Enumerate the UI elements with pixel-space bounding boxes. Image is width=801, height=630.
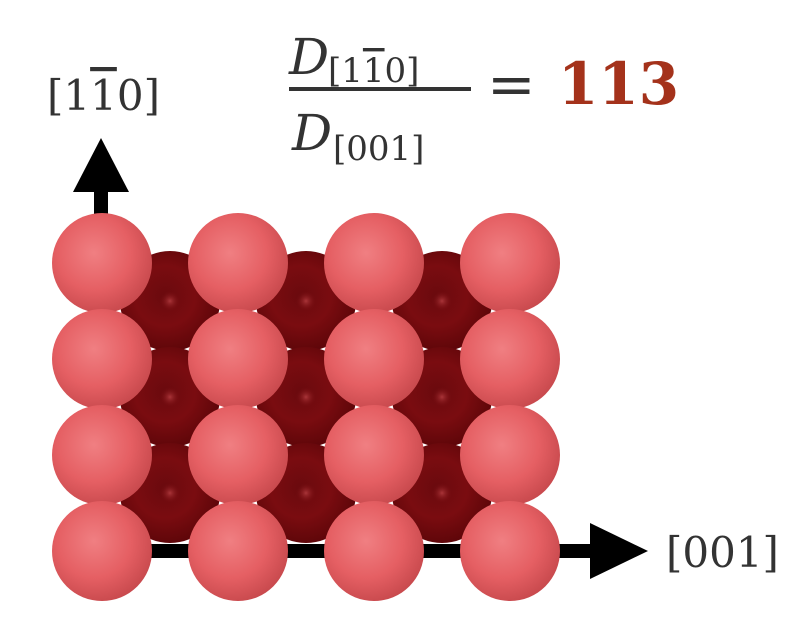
- numerator-sub-bar-digit: 1: [363, 51, 385, 91]
- numerator-subscript: [110]: [328, 51, 419, 91]
- dark-atom-highlight: [296, 387, 316, 407]
- ratio-equation: D [110] D [001] = 113: [288, 28, 679, 169]
- dark-atom-highlight: [160, 387, 180, 407]
- light-atom: [324, 501, 424, 601]
- light-atom: [52, 309, 152, 409]
- dark-atom-highlight: [296, 291, 316, 311]
- light-atom: [188, 501, 288, 601]
- vertical-label-open: [1: [47, 71, 90, 120]
- light-atom: [52, 213, 152, 313]
- light-atom: [188, 309, 288, 409]
- light-atom: [188, 213, 288, 313]
- light-atom: [52, 405, 152, 505]
- light-atom-layer: [52, 213, 560, 601]
- light-atom: [52, 501, 152, 601]
- light-atom: [324, 213, 424, 313]
- dark-atom-highlight: [296, 483, 316, 503]
- dark-atom-highlight: [160, 291, 180, 311]
- vertical-axis-label: [110]: [47, 71, 160, 120]
- dark-atom-layer: [120, 251, 492, 543]
- light-atom: [324, 309, 424, 409]
- vertical-label-bar-digit: 1: [90, 71, 117, 120]
- light-atom: [460, 309, 560, 409]
- equals-sign: =: [487, 50, 536, 118]
- dark-atom-highlight: [160, 483, 180, 503]
- numerator-sub-open: [1: [328, 51, 363, 91]
- dark-atom-highlight: [432, 291, 452, 311]
- vertical-arrow-head: [73, 138, 129, 192]
- horizontal-arrow-head: [590, 523, 648, 579]
- vertical-label-close: 0]: [117, 71, 160, 120]
- light-atom: [460, 405, 560, 505]
- denominator-subscript: [001]: [333, 129, 424, 169]
- horizontal-axis-label: [001]: [666, 528, 779, 577]
- dark-atom-highlight: [432, 387, 452, 407]
- numerator-variable: D: [288, 28, 329, 86]
- denominator-variable: D: [291, 104, 332, 162]
- numerator-sub-close: 0]: [385, 51, 420, 91]
- light-atom: [460, 501, 560, 601]
- dark-atom-highlight: [432, 483, 452, 503]
- light-atom: [188, 405, 288, 505]
- light-atom: [460, 213, 560, 313]
- light-atom: [324, 405, 424, 505]
- ratio-value: 113: [558, 50, 679, 118]
- fraction-bar: [289, 87, 471, 91]
